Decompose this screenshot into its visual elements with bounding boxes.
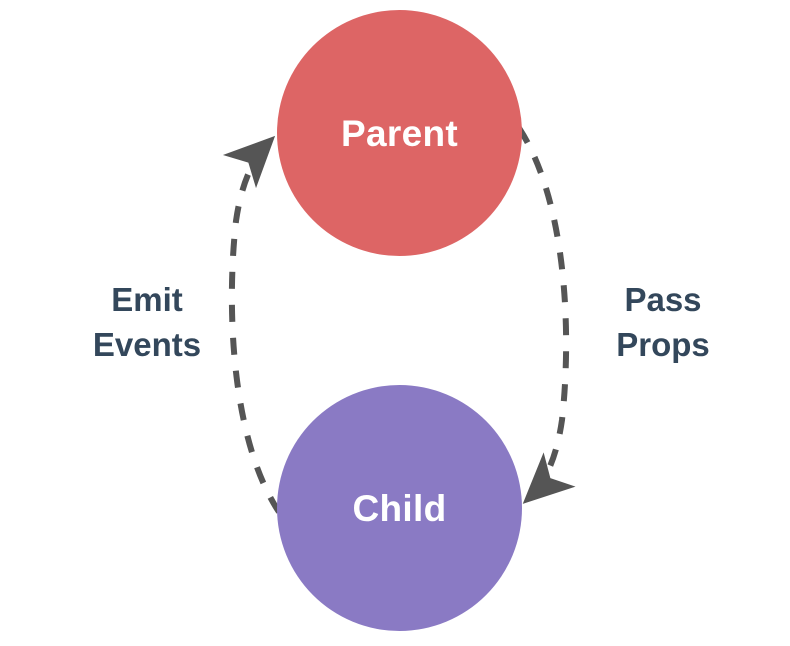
node-parent[interactable]: Parent [277,10,522,256]
edge-label-pass-props: Pass Props [616,281,710,363]
node-child[interactable]: Child [277,385,522,631]
edge-pass-props-path [516,126,576,504]
node-parent-label: Parent [341,112,458,154]
edge-emit-events-path [222,135,282,514]
node-child-label: Child [352,487,447,529]
edge-label-emit-events: Emit Events [92,281,202,363]
